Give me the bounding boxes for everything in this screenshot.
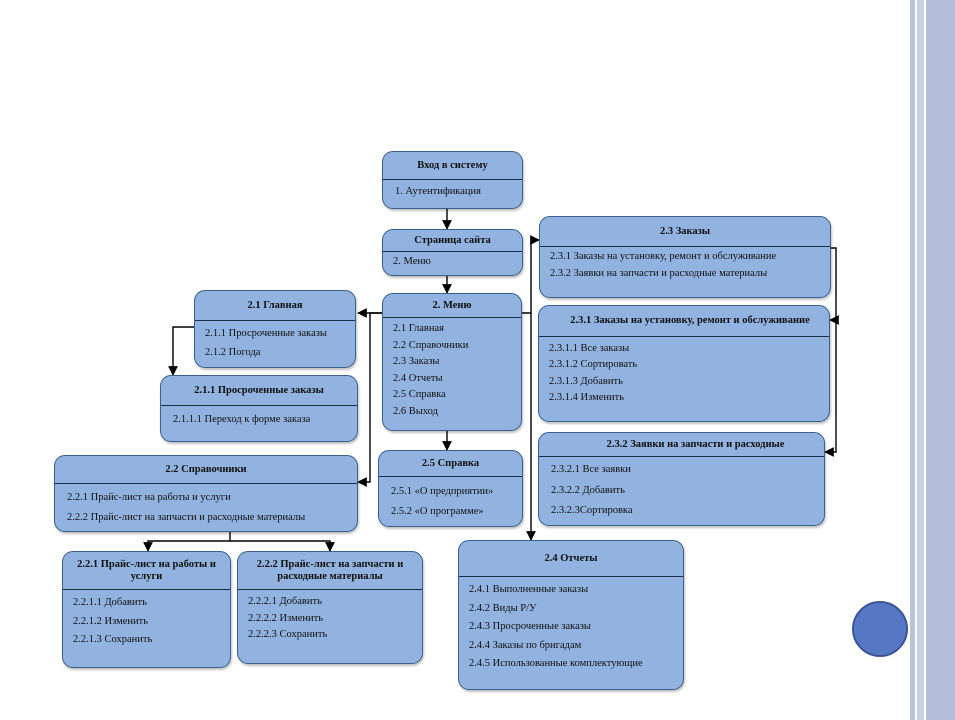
connector-menu-orders — [522, 235, 540, 314]
list-item: 2.3.1.4 Изменить — [549, 391, 625, 403]
node-main: 2.1 Главная 2.1.1 Просроченные заказы 2.… — [194, 290, 356, 368]
node-title: 2.3.1 Заказы на установку, ремонт и обсл… — [539, 306, 829, 337]
list-item: 2. Меню — [393, 256, 431, 267]
node-menu: 2. Меню 2.1 Главная 2.2 Справочники 2.3 … — [382, 293, 522, 431]
list-item: 2.2.1 Прайс-лист на работы и услуги — [67, 492, 231, 503]
list-item: 2.5.2 «О программе» — [391, 506, 484, 517]
decor-stripe — [917, 0, 924, 720]
list-item: 2.4 Отчеты — [393, 372, 443, 384]
node-title: 2.3 Заказы — [540, 217, 830, 247]
connector-menu-refs — [357, 312, 382, 487]
list-item: 2.5.1 «О предприятии» — [391, 486, 494, 497]
node-refs: 2.2 Справочники 2.2.1 Прайс-лист на рабо… — [54, 455, 358, 532]
node-price2: 2.2.2 Прайс-лист на запчасти и расходные… — [237, 551, 423, 664]
list-item: 2.4.4 Заказы по бригадам — [469, 639, 582, 651]
node-title: 2.2.2 Прайс-лист на запчасти и расходные… — [238, 552, 422, 590]
node-title: 2.4 Отчеты — [459, 541, 683, 577]
connector-main-overdue — [168, 326, 194, 376]
node-title: 2.5 Справка — [379, 451, 522, 477]
list-item: 2.1.2 Погода — [205, 347, 261, 358]
list-item: 2.3 Заказы — [393, 356, 440, 367]
list-item: 2.5 Справка — [393, 389, 446, 400]
connector-refs-price1 — [143, 532, 231, 552]
node-items: 2.4.1 Выполненные заказы 2.4.2 Виды Р/У … — [459, 577, 683, 674]
list-item: 2.3.1.2 Сортировать — [549, 359, 638, 371]
connector-orders-install — [829, 247, 839, 325]
list-item: 2.3.2.3Сортировка — [551, 505, 633, 516]
list-item: 2.2.1.3 Сохранить — [73, 634, 153, 645]
node-title: 2. Меню — [383, 294, 521, 318]
connector-orders-requests — [824, 320, 837, 457]
node-login: Вход в систему 1. Аутентификация — [382, 151, 523, 209]
list-item: 2.2.2.2 Изменить — [248, 612, 324, 624]
list-item: 2.3.2.1 Все заявки — [551, 464, 631, 475]
node-title: 2.1.1 Просроченные заказы — [161, 376, 357, 406]
node-reports: 2.4 Отчеты 2.4.1 Выполненные заказы 2.4.… — [458, 540, 684, 690]
node-items: 2.1 Главная 2.2 Справочники 2.3 Заказы 2… — [383, 318, 521, 420]
list-item: 2.2.2 Прайс-лист на запчасти и расходные… — [67, 512, 306, 523]
list-item: 2.2.2.1 Добавить — [248, 596, 322, 607]
node-install: 2.3.1 Заказы на установку, ремонт и обсл… — [538, 305, 830, 422]
list-item: 2.3.2.2 Добавить — [551, 484, 625, 496]
node-items: 2.2.2.1 Добавить 2.2.2.2 Изменить 2.2.2.… — [238, 590, 422, 644]
list-item: 1. Аутентификация — [395, 186, 481, 197]
decor-stripe — [926, 0, 955, 720]
list-item: 2.2.2.3 Сохранить — [248, 629, 328, 640]
list-item: 2.4.1 Выполненные заказы — [469, 584, 589, 595]
node-items: 2.2.1 Прайс-лист на работы и услуги 2.2.… — [55, 484, 357, 528]
list-item: 2.3.1.1 Все заказы — [549, 343, 630, 354]
list-item: 2.2.1.1 Добавить — [73, 597, 147, 608]
list-item: 2.2.1.2 Изменить — [73, 615, 149, 627]
list-item: 2.2 Справочники — [393, 339, 469, 351]
list-item: 2.3.1.3 Добавить — [549, 375, 623, 387]
list-item: 2.4.5 Использованные комплектующие — [469, 658, 643, 669]
node-requests: 2.3.2 Заявки на запчасти и расходные 2.3… — [538, 432, 825, 526]
node-items: 2.2.1.1 Добавить 2.2.1.2 Изменить 2.2.1.… — [63, 590, 230, 650]
node-orders: 2.3 Заказы 2.3.1 Заказы на установку, ре… — [539, 216, 831, 298]
list-item: 2.3.2 Заявки на запчасти и расходные мат… — [550, 267, 768, 279]
connector-refs-price2 — [230, 540, 335, 552]
list-item: 2.3.1 Заказы на установку, ремонт и обсл… — [550, 251, 777, 262]
node-title: Страница сайта — [383, 230, 522, 252]
node-items: 1. Аутентификация — [383, 180, 522, 200]
list-item: 2.4.3 Просроченные заказы — [469, 621, 591, 632]
node-items: 2.1.1 Просроченные заказы 2.1.2 Погода — [195, 321, 355, 362]
node-title: 2.2 Справочники — [55, 456, 357, 484]
decor-circle — [852, 601, 908, 657]
node-help: 2.5 Справка 2.5.1 «О предприятии» 2.5.2 … — [378, 450, 523, 527]
list-item: 2.6 Выход — [393, 405, 438, 417]
node-title: 2.2.1 Прайс-лист на работы и услуги — [63, 552, 230, 590]
node-items: 2.3.2.1 Все заявки 2.3.2.2 Добавить 2.3.… — [539, 457, 824, 522]
node-items: 2.1.1.1 Переход к форме заказа — [161, 406, 357, 428]
node-overdue: 2.1.1 Просроченные заказы 2.1.1.1 Перехо… — [160, 375, 358, 442]
node-items: 2.5.1 «О предприятии» 2.5.2 «О программе… — [379, 477, 522, 522]
list-item: 2.4.2 Виды Р/У — [469, 602, 537, 614]
decor-stripe — [910, 0, 915, 720]
node-title: 2.1 Главная — [195, 291, 355, 321]
node-site: Страница сайта 2. Меню — [382, 229, 523, 276]
node-items: 2. Меню — [383, 252, 522, 270]
node-price1: 2.2.1 Прайс-лист на работы и услуги 2.2.… — [62, 551, 231, 668]
node-items: 2.3.1.1 Все заказы 2.3.1.2 Сортировать 2… — [539, 337, 829, 406]
node-title: Вход в систему — [383, 152, 522, 180]
node-title: 2.3.2 Заявки на запчасти и расходные — [539, 433, 824, 457]
list-item: 2.1 Главная — [393, 323, 444, 334]
list-item: 2.1.1 Просроченные заказы — [205, 328, 327, 339]
list-item: 2.1.1.1 Переход к форме заказа — [173, 414, 311, 425]
node-items: 2.3.1 Заказы на установку, ремонт и обсл… — [540, 247, 830, 282]
